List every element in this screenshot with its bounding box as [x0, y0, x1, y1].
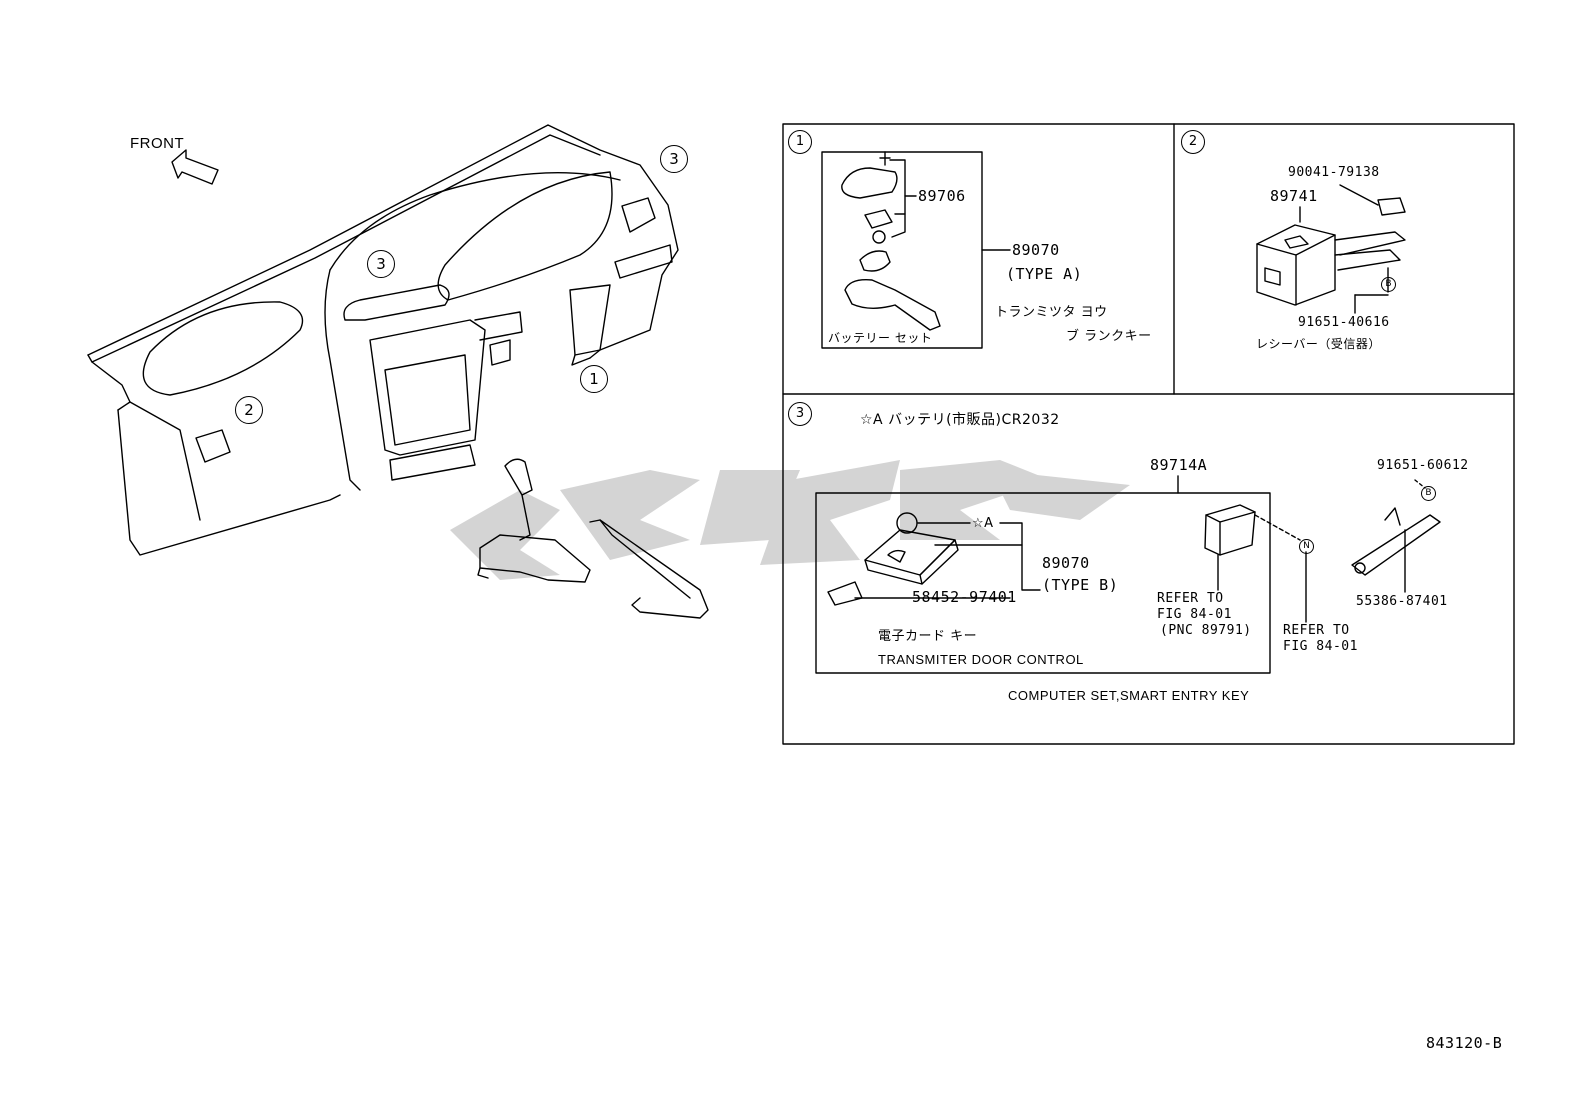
panel1-parts: [821, 151, 1011, 349]
refer2-line2: FIG 84-01: [1283, 639, 1358, 654]
computer-set-smart-entry-key: COMPUTER SET,SMART ENTRY KEY: [1008, 688, 1250, 703]
transmitter-door-control: TRANSMITER DOOR CONTROL: [878, 652, 1084, 667]
part-55386-87401: 55386-87401: [1356, 594, 1448, 609]
callout-1: 1: [580, 365, 608, 393]
front-label: FRONT: [130, 135, 185, 152]
part-91651-40616: 91651-40616: [1298, 315, 1390, 330]
type-b: (TYPE B): [1042, 576, 1119, 594]
callout-3-top: 3: [660, 145, 688, 173]
panel2-parts: [1256, 184, 1406, 314]
type-a: (TYPE A): [1006, 265, 1083, 283]
dashboard-illustration: [87, 124, 679, 556]
receiver-jp: レシーバー（受信器）: [1256, 337, 1381, 351]
refer1-line1: REFER TO: [1157, 591, 1224, 606]
battery-set-jp: バッテリー セット: [828, 331, 933, 345]
panel-frames: [782, 123, 1515, 745]
callout-3-center: 3: [367, 250, 395, 278]
marker-b-panel2: B: [1381, 277, 1396, 292]
refer1-line3: (PNC 89791): [1160, 623, 1252, 638]
watermark-logo: [450, 460, 1130, 580]
panel2-callout: 2: [1181, 130, 1205, 154]
transmitter-blank-key-jp-2: ブ ランクキー: [1066, 329, 1152, 344]
battery-note: ☆A バッテリ(市販品)CR2032: [860, 412, 1060, 428]
part-89741: 89741: [1270, 187, 1318, 205]
star-a-marker: ☆A: [972, 516, 994, 531]
marker-b-panel3: B: [1421, 486, 1436, 501]
transmitter-blank-key-jp-1: トランミツタ ヨウ: [995, 305, 1108, 320]
part-89706: 89706: [918, 187, 966, 205]
part-58452-97401: 58452-97401: [912, 588, 1017, 606]
card-key-jp: 電子カード キー: [878, 629, 978, 644]
front-arrow-icon: [171, 149, 219, 185]
shift-console-illustration: [477, 458, 709, 619]
part-89070-b: 89070: [1042, 554, 1090, 572]
panel1-callout: 1: [788, 130, 812, 154]
part-90041-79138: 90041-79138: [1288, 165, 1380, 180]
refer2-line1: REFER TO: [1283, 623, 1350, 638]
part-89714a: 89714A: [1150, 456, 1208, 474]
part-89070-a: 89070: [1012, 241, 1060, 259]
callout-2: 2: [235, 396, 263, 424]
marker-n: N: [1299, 539, 1314, 554]
refer1-line2: FIG 84-01: [1157, 607, 1232, 622]
panel3-parts: [815, 475, 1441, 674]
figure-code: 843120-B: [1426, 1034, 1503, 1052]
part-91651-60612: 91651-60612: [1377, 458, 1469, 473]
panel3-callout: 3: [788, 402, 812, 426]
